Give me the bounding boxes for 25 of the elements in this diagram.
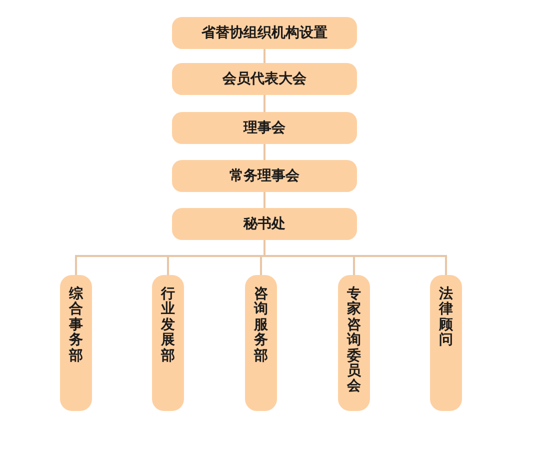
org-unit-box bbox=[60, 275, 92, 411]
org-unit-box bbox=[172, 208, 357, 240]
unit-name: 秘书处 bbox=[244, 215, 286, 233]
connector-line bbox=[264, 144, 266, 160]
org-unit-box bbox=[152, 275, 184, 411]
connector-line bbox=[264, 192, 266, 208]
unit-name: 法律顾问 bbox=[439, 287, 453, 349]
connector-line bbox=[264, 95, 266, 112]
org-unit-box bbox=[338, 275, 370, 411]
org-unit-box bbox=[172, 17, 357, 49]
unit-name: 常务理事会 bbox=[230, 167, 300, 185]
unit-name: 综合事务部 bbox=[69, 287, 83, 364]
org-unit-box bbox=[172, 63, 357, 95]
org-unit-box bbox=[172, 112, 357, 144]
unit-name: 理事会 bbox=[244, 119, 286, 137]
unit-name: 会员代表大会 bbox=[222, 70, 306, 88]
unit-name: 省替协组织机构设置 bbox=[202, 24, 328, 42]
unit-name: 行业发展部 bbox=[161, 287, 175, 364]
org-unit-box bbox=[430, 275, 462, 411]
connector-line bbox=[264, 240, 447, 275]
org-unit-box bbox=[172, 160, 357, 192]
org-unit-box bbox=[245, 275, 277, 411]
unit-name: 咨询服务部 bbox=[254, 287, 268, 364]
unit-name: 专家咨询委员会 bbox=[347, 287, 361, 395]
connector-line bbox=[264, 49, 266, 63]
